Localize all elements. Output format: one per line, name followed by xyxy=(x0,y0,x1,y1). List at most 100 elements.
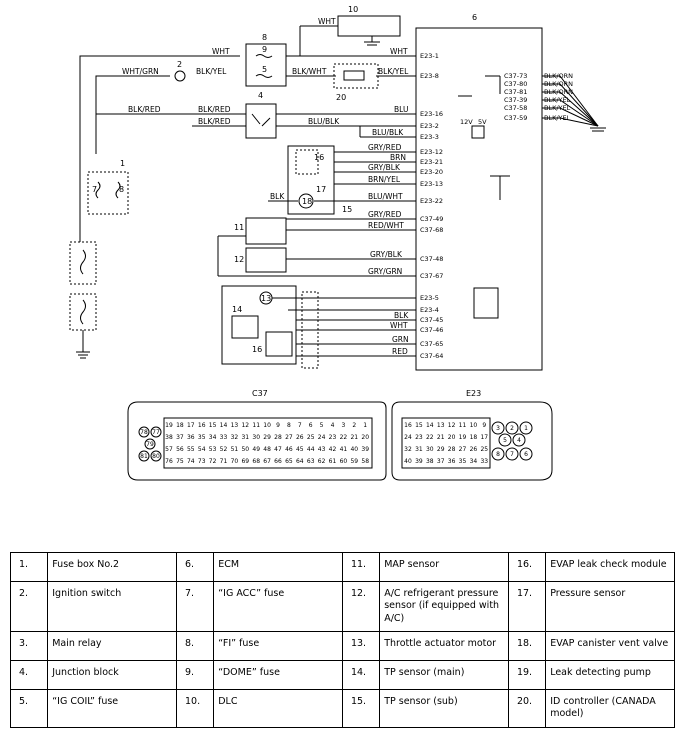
legend-number: 16. xyxy=(507,552,547,582)
c37-pin: 63 xyxy=(307,458,315,465)
legend-number: 3. xyxy=(9,631,49,662)
c37-pin: 51 xyxy=(231,446,239,453)
c37-pin: 36 xyxy=(187,434,195,441)
legend-number: 1. xyxy=(9,552,49,582)
c37-round-pin xyxy=(150,450,162,462)
c37-pin: 33 xyxy=(220,434,228,441)
c37-pin: 59 xyxy=(350,458,358,465)
evap-leak-check-module xyxy=(287,145,335,215)
e23-connector-shell xyxy=(391,401,553,481)
term-c37-80: C37-80 xyxy=(504,80,527,88)
wire-blk-red-b: BLK/RED xyxy=(198,117,231,126)
label-2: 2 xyxy=(177,60,182,69)
legend-number: 11. xyxy=(341,552,381,582)
wire-blk-evap: BLK xyxy=(270,192,285,201)
c37-pin: 18 xyxy=(176,422,184,429)
c37-pin: 74 xyxy=(187,458,195,465)
wire-blk-wht: BLK/WHT xyxy=(292,67,327,76)
label-12: 12 xyxy=(234,255,244,264)
label-4: 8 xyxy=(262,33,267,42)
c37-pin: 47 xyxy=(274,446,282,453)
label-16: 15 xyxy=(342,205,352,214)
term-e23-4: E23-4 xyxy=(420,306,439,314)
legend-text: Pressure sensor xyxy=(545,580,675,633)
label-3: 4 xyxy=(258,91,263,100)
legend-text: ECM xyxy=(213,552,343,582)
legend-number: 6. xyxy=(175,552,215,582)
c37-label: C37 xyxy=(252,389,268,398)
c37-pin: 32 xyxy=(231,434,239,441)
term-c37-49: C37-49 xyxy=(420,215,443,223)
c37-pin: 53 xyxy=(209,446,217,453)
c37-pin: 23 xyxy=(329,434,337,441)
c37-pin: 43 xyxy=(318,446,326,453)
e23-label: E23 xyxy=(466,389,481,398)
c37-pin: 57 xyxy=(165,446,173,453)
dlc xyxy=(337,15,401,37)
term-c37-65: C37-65 xyxy=(420,340,443,348)
c37-pin: 76 xyxy=(165,458,173,465)
c37-pin: 11 xyxy=(252,422,260,429)
term-e23-22: E23-22 xyxy=(420,197,443,205)
c37-pin: 4 xyxy=(331,422,335,429)
wire-grn-tp: GRN xyxy=(392,335,409,344)
wire-blu-blk-b: BLU/BLK xyxy=(372,128,404,137)
term-e23-16: E23-16 xyxy=(420,110,443,118)
c37-pin: 2 xyxy=(352,422,356,429)
label-11: 11 xyxy=(234,223,244,232)
c37-round-pin-label: 80 xyxy=(152,453,160,460)
term-e23-13: E23-13 xyxy=(420,180,443,188)
term-c37-45: C37-45 xyxy=(420,316,443,324)
c37-pin: 67 xyxy=(263,458,271,465)
c37-pin: 35 xyxy=(198,434,206,441)
e23-pin: 26 xyxy=(470,446,478,453)
e23-round-pin-label: 3 xyxy=(496,425,500,432)
e23-round-pin-label: 2 xyxy=(510,425,514,432)
c37-pin: 65 xyxy=(285,458,293,465)
c37-pin: 17 xyxy=(187,422,195,429)
c37-pin: 61 xyxy=(329,458,337,465)
term-e23-1: E23-1 xyxy=(420,52,439,60)
legend-number: 17. xyxy=(507,580,547,633)
label-10: 10 xyxy=(348,5,358,14)
c37-pin: 7 xyxy=(298,422,302,429)
c37-pin: 71 xyxy=(220,458,228,465)
c37-pin: 50 xyxy=(241,446,249,453)
legend-number: 18. xyxy=(507,631,547,662)
term-c37-39: C37-39 xyxy=(504,96,527,104)
c37-pin: 28 xyxy=(274,434,282,441)
e23-pin: 12 xyxy=(448,422,456,429)
legend-text: Junction block xyxy=(47,660,177,691)
c37-round-pin-label: 78 xyxy=(140,429,148,436)
legend-text: EVAP leak check module xyxy=(545,552,675,582)
legend-number: 20. xyxy=(507,689,547,728)
legend-number: 13. xyxy=(341,631,381,662)
e23-pin: 30 xyxy=(426,446,434,453)
e23-pin: 20 xyxy=(448,434,456,441)
term-c37-64: C37-64 xyxy=(420,352,443,360)
c37-pin: 5 xyxy=(320,422,324,429)
wire-gry-blk-b: GRY/BLK xyxy=(370,250,403,259)
c37-pin: 72 xyxy=(209,458,217,465)
legend-number: 7. xyxy=(175,580,215,633)
e23-pin: 11 xyxy=(459,422,467,429)
e23-pin: 14 xyxy=(426,422,434,429)
legend-text: “DOME” fuse xyxy=(213,660,343,691)
term-e23-5: E23-5 xyxy=(420,294,439,302)
term-e23-20: E23-20 xyxy=(420,168,443,176)
e23-round-pin-label: 6 xyxy=(524,451,528,458)
legend-number: 4. xyxy=(9,660,49,691)
wire-gry-blk-a: GRY/BLK xyxy=(368,163,401,172)
c37-round-pin xyxy=(138,450,150,462)
e23-pin: 22 xyxy=(426,434,434,441)
legend-text: “FI” fuse xyxy=(213,631,343,662)
c37-pin: 64 xyxy=(296,458,304,465)
c37-pin: 60 xyxy=(340,458,348,465)
wire-blu: BLU xyxy=(394,105,408,114)
c37-pin: 46 xyxy=(285,446,293,453)
fuse-box-no2 xyxy=(87,171,129,215)
voltage-12v: 12V xyxy=(460,118,473,126)
